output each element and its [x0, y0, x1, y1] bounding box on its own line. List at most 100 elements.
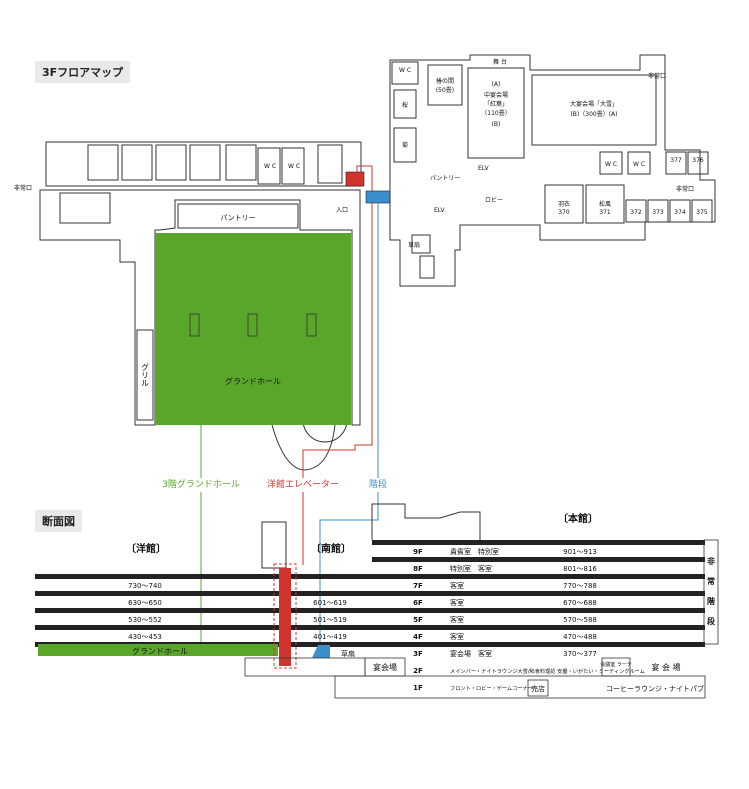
main-floor-rooms-9F: 901〜913 [563, 548, 597, 556]
section-1f-shop-box [527, 679, 549, 697]
main-floor-2F: 2F [413, 667, 423, 675]
sakura-room [393, 89, 417, 119]
emergency-label-ne: 非常口 [648, 72, 666, 80]
slab-4F [35, 625, 705, 630]
lobby-label: ロビー [485, 196, 503, 204]
section-2f-meeting: 会議室 ラーテ [600, 661, 632, 668]
elevator-highlight[interactable] [345, 171, 365, 187]
chuyoukai-room [467, 67, 525, 159]
main-building-labels: W C 桜 菊 椿の間 (50畳) (A) 中宴会場 「紅葉」 （110畳） (… [399, 58, 708, 249]
main-floor-desc-1F: フロント・ロビー・ゲームコーナー [450, 684, 533, 692]
west-room-b [121, 144, 153, 181]
main-floor-8F: 8F [413, 565, 423, 573]
main-floor-7F: 7F [413, 582, 423, 590]
west-stair-block [59, 192, 111, 224]
wc-label-1: W C [264, 163, 276, 170]
stage-label-1: 舞 台 [493, 58, 507, 66]
entrance-label: 入口 [336, 207, 348, 214]
hagoromo-label: 羽衣 [558, 200, 570, 208]
main-floor-desc-8F: 特別室 客室 [450, 564, 492, 573]
west-stair [317, 144, 343, 184]
room-376-label: 376 [692, 157, 704, 164]
slab-6F [35, 591, 705, 596]
wc-east-1 [599, 151, 623, 175]
stairs-highlight[interactable] [365, 190, 391, 204]
western-rooms-2: 530〜552 [128, 616, 162, 624]
west-room-a [87, 144, 119, 181]
legend-stairs: 階段 [369, 478, 387, 490]
room-373-box [647, 199, 669, 223]
grand-hall[interactable] [155, 233, 351, 425]
emergency-stairs-char-3: 階 [707, 596, 715, 606]
daiyoukai-label: 大宴会場「大雪」 [570, 100, 618, 108]
floor-map-title: 3Fフロアマップ [35, 61, 131, 83]
main-floor-desc-2F: メインバー・ナイトラウンジ大雪/和食料理処 安曇・いがたい・ミーティングルーム [450, 667, 645, 675]
main-floor-9F: 9F [413, 548, 423, 556]
main-floor-desc-7F: 客室 [450, 581, 464, 590]
grand-hall-label: グランドホール [225, 376, 281, 386]
wc-north-label: W C [399, 67, 411, 74]
wc-east-label-1: W C [605, 161, 617, 168]
section-1f-box [334, 675, 706, 699]
main-building-plan [389, 54, 716, 287]
main-floor-desc-4F: 客室 [450, 632, 464, 641]
floor-plan [39, 141, 362, 471]
elv-label-1: ELV [478, 165, 489, 172]
main-floor-3F: 3F [413, 650, 423, 658]
section-stairs [312, 645, 330, 658]
section-1f-shop: 売店 [531, 684, 545, 693]
sakura-label: 桜 [402, 101, 408, 109]
main-roof [371, 503, 481, 540]
west-curve-entrance [271, 424, 336, 471]
main-floor-4F: 4F [413, 633, 423, 641]
section-2f-yokaijo-left: 宴会場 [373, 662, 397, 672]
wing-main: 〔本館〕 [558, 512, 598, 525]
chuyoukai-name-label: 「紅葉」 [484, 100, 508, 108]
chuyoukai-label: 中宴会場 [484, 91, 508, 99]
section-elevator-shaft [279, 568, 291, 666]
floor-slabs [35, 540, 705, 647]
slab-9F [372, 540, 705, 545]
south-rooms-0: 601〜619 [313, 599, 347, 607]
west-wing-outline [39, 189, 361, 426]
section-grand-hall-label: グランドホール [132, 646, 188, 656]
slab-8F [372, 557, 705, 562]
emergency-stairs-box [703, 539, 719, 645]
daiyoukai-room [531, 74, 657, 146]
main-floor-rooms-6F: 670〜688 [563, 599, 597, 607]
main-floor-desc-3F: 宴会場 客室 [450, 649, 492, 658]
western-rooms-1: 630〜650 [128, 599, 162, 607]
kiku-label: 菊 [402, 141, 408, 149]
emergency-stairs-char-1: 非 [707, 556, 715, 566]
wing-south: 〔南館〕 [311, 542, 351, 555]
emergency-stairs-char-2: 常 [707, 576, 715, 586]
main-floor-desc-6F: 客室 [450, 598, 464, 607]
elv-label-2: ELV [434, 207, 445, 214]
western-rooms-0: 730〜740 [128, 582, 162, 590]
west-room-c [155, 144, 187, 181]
room-376-box [687, 151, 709, 175]
wc-east-label-2: W C [633, 161, 645, 168]
main-floor-rooms-5F: 570〜588 [563, 616, 597, 624]
tsubaki-room [427, 64, 463, 106]
room-377-label: 377 [670, 157, 682, 164]
western-rooms-3: 430〜453 [128, 633, 162, 641]
chuyoukai-size-label: （110畳） [481, 110, 510, 117]
room-371-box [585, 184, 625, 224]
matsukaze-label: 松風 [599, 200, 611, 208]
elevator-leader [302, 165, 373, 478]
main-floor-5F: 5F [413, 616, 423, 624]
south-rooms-2: 401〜419 [313, 633, 347, 641]
main-floor-rooms-7F: 770〜788 [563, 582, 597, 590]
room-374-box [669, 199, 691, 223]
grill-label: グリル [141, 363, 150, 387]
wc-label-2: W C [288, 163, 300, 170]
kusabiki-label: 草扇 [408, 241, 420, 249]
main-floor-rooms-4F: 470〜488 [563, 633, 597, 641]
south-kusabiki: 草扇 [341, 649, 355, 658]
main-floor-1F: 1F [413, 684, 423, 692]
emergency-label-west: 非常口 [14, 184, 32, 192]
west-wing-corridor [45, 141, 362, 187]
